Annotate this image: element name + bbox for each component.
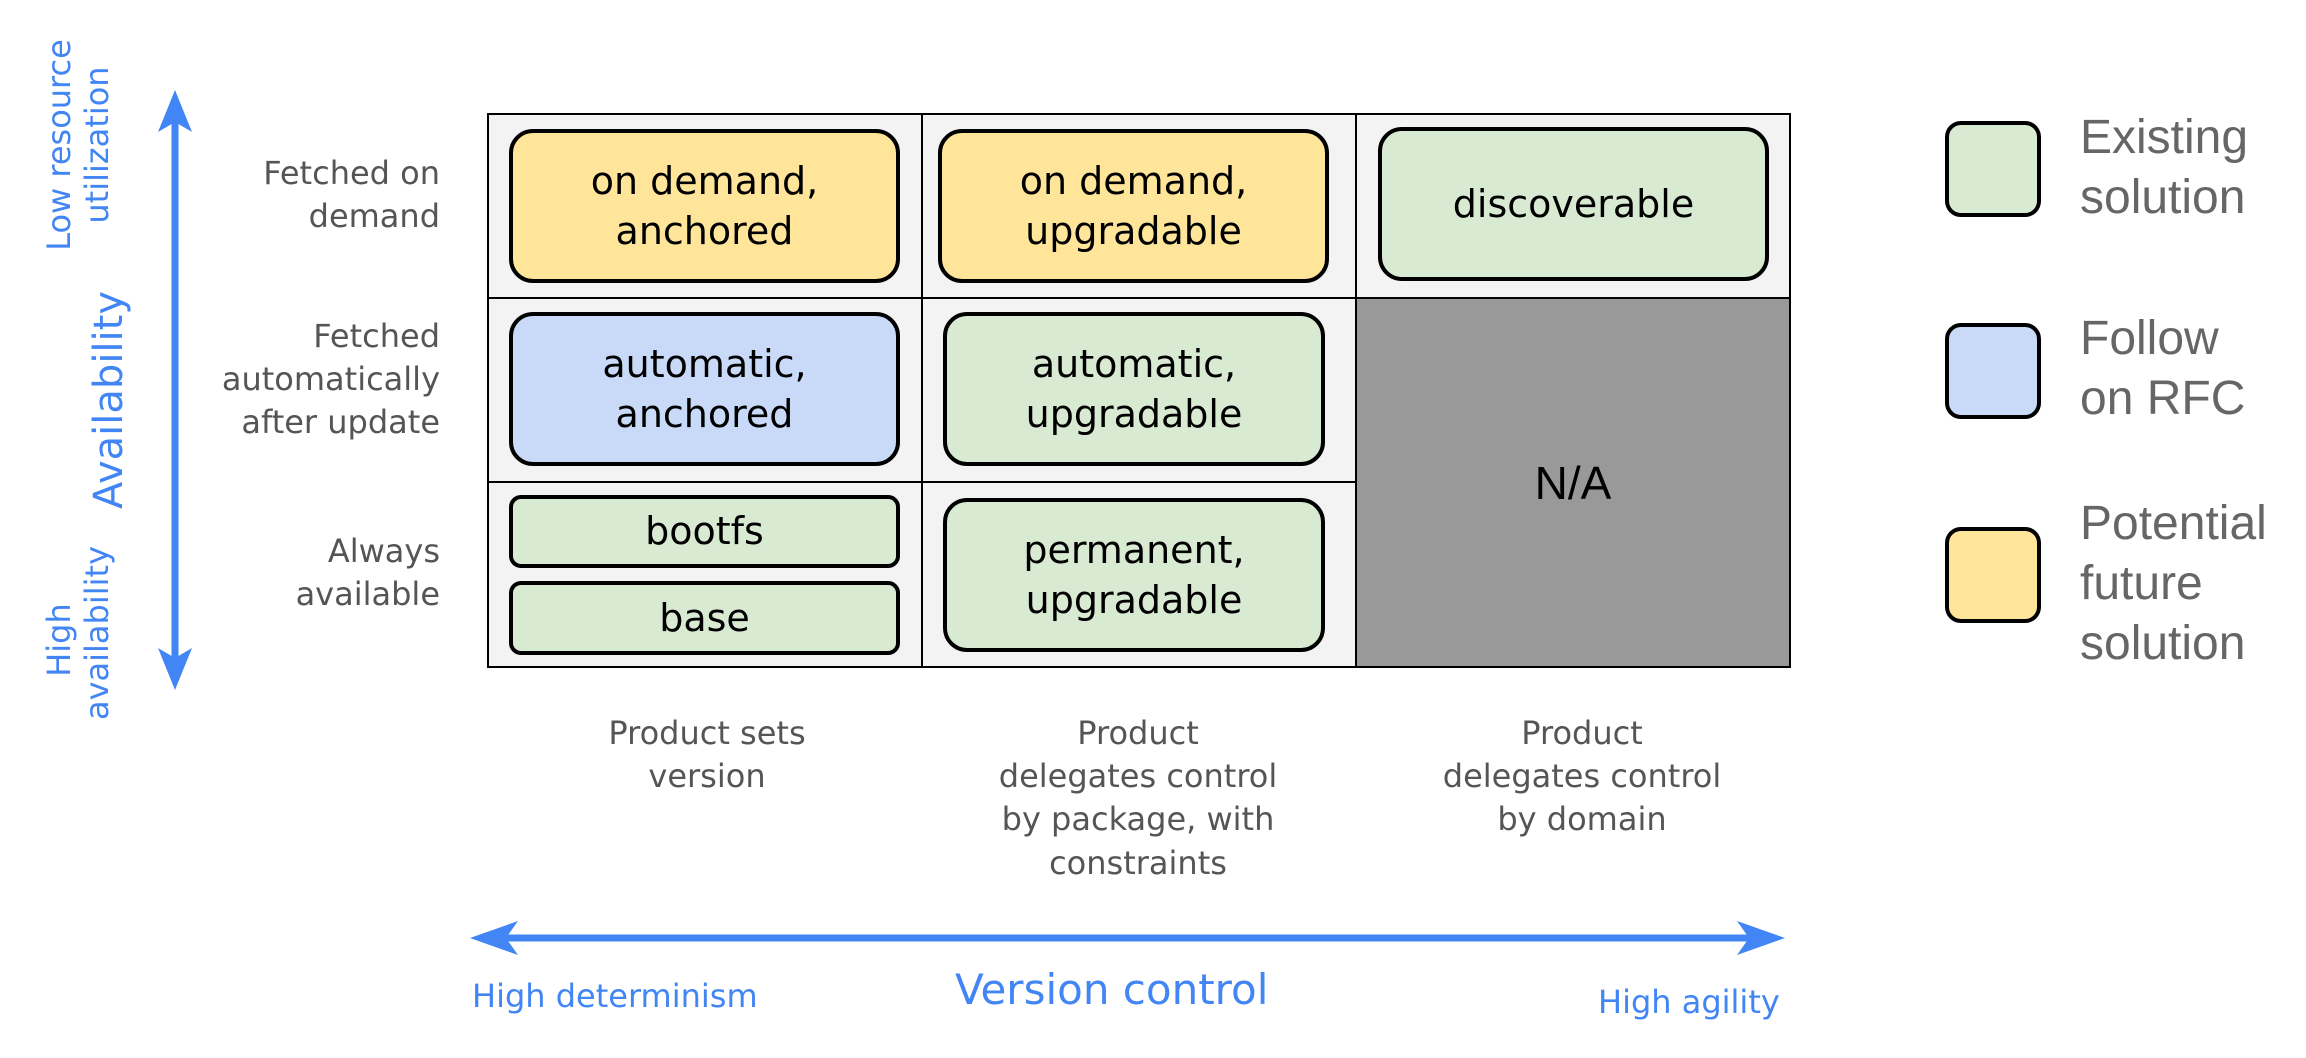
legend-swatch-existing <box>1945 121 2041 217</box>
vertical-axis-top-label: Low resource utilization <box>40 39 117 251</box>
box-permanent-upgradable: permanent, upgradable <box>943 498 1325 652</box>
legend-swatch-potential <box>1945 527 2041 623</box>
vertical-axis-title: Availability <box>86 290 132 510</box>
vertical-axis-bottom-label: High availability <box>40 545 117 720</box>
legend-label-potential: Potential future solution <box>2080 497 2267 670</box>
column-label-delegates-by-package: Product delegates control by package, wi… <box>998 714 1278 882</box>
vertical-axis-arrow <box>158 90 192 690</box>
row-label-on-demand: Fetched on demand <box>263 154 440 236</box>
box-on-demand-upgradable: on demand, upgradable <box>938 129 1329 283</box>
box-on-demand-anchored: on demand, anchored <box>509 129 900 283</box>
grid-cell-na: N/A <box>1355 297 1791 668</box>
horizontal-axis-right-label: High agility <box>1598 983 1780 1021</box>
box-automatic-upgradable: automatic, upgradable <box>943 312 1325 466</box>
column-label-delegates-by-domain: Product delegates control by domain <box>1442 714 1722 839</box>
box-discoverable: discoverable <box>1378 127 1769 281</box>
box-automatic-anchored: automatic, anchored <box>509 312 900 466</box>
horizontal-axis-arrow <box>470 921 1785 955</box>
na-label: N/A <box>1534 456 1612 509</box>
row-label-automatic: Fetched automatically after update <box>221 317 440 442</box>
column-label-product-sets-version: Product sets version <box>608 714 806 796</box>
legend-swatch-follow-on <box>1945 323 2041 419</box>
box-bootfs: bootfs <box>509 495 900 568</box>
horizontal-axis-title: Version control <box>955 965 1269 1014</box>
box-base: base <box>509 581 900 655</box>
horizontal-axis-left-label: High determinism <box>472 977 758 1015</box>
legend-label-existing: Existing solution <box>2080 111 2249 224</box>
row-label-always: Always available <box>295 532 440 614</box>
legend-label-follow-on: Follow on RFC <box>2080 312 2246 425</box>
